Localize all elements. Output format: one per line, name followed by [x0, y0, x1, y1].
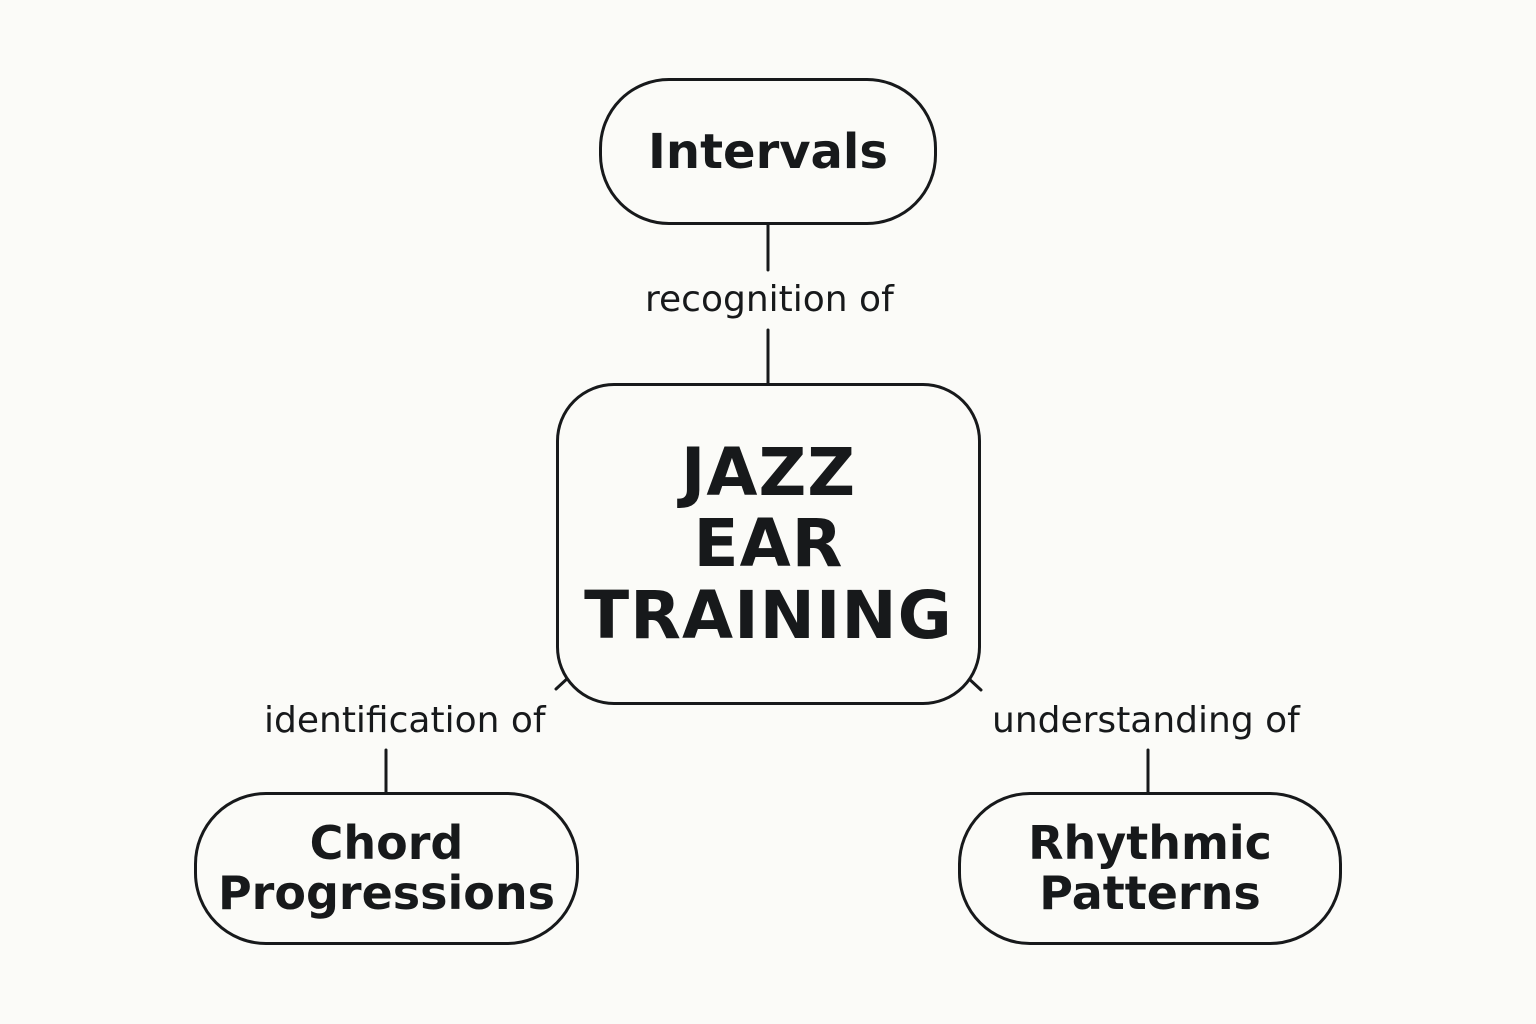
- intervals-node-label: Intervals: [648, 123, 888, 180]
- rhythmic-patterns-node: Rhythmic Patterns: [958, 792, 1342, 945]
- jazz-ear-training-node-label: JAZZ EAR TRAINING: [584, 434, 953, 654]
- jazz-ear-training-node: JAZZ EAR TRAINING: [556, 383, 981, 705]
- rhythmic-patterns-node-label: Rhythmic Patterns: [1028, 815, 1272, 920]
- chord-progressions-node-label: Chord Progressions: [217, 815, 556, 920]
- understanding-of-edge-label: understanding of: [986, 703, 1306, 739]
- identification-of-edge-label: identification of: [258, 703, 552, 739]
- recognition-of-edge-label: recognition of: [639, 282, 900, 318]
- intervals-node: Intervals: [599, 78, 937, 225]
- chord-progressions-node: Chord Progressions: [194, 792, 579, 945]
